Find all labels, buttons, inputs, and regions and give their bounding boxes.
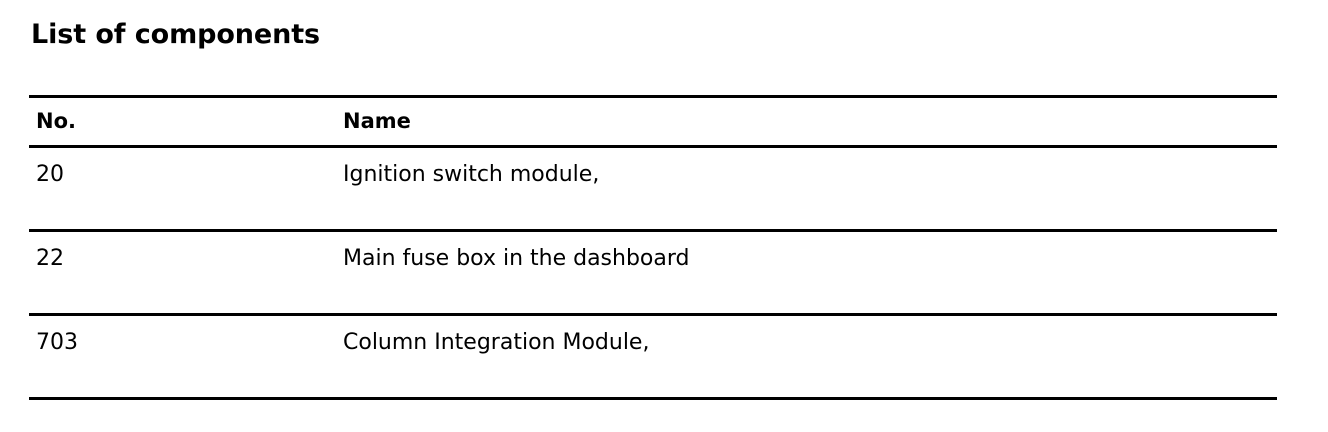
table-row: 22 Main fuse box in the dashboard bbox=[29, 230, 1277, 316]
cell-name-value: Ignition switch module, bbox=[343, 162, 600, 187]
cell-name-value: Main fuse box in the dashboard bbox=[343, 246, 690, 271]
cell-no: 22 bbox=[29, 230, 336, 316]
cell-no: 703 bbox=[29, 314, 336, 400]
cell-name: Column Integration Module, bbox=[336, 314, 1277, 400]
cell-name: Main fuse box in the dashboard bbox=[336, 230, 1277, 316]
cell-no-value: 703 bbox=[36, 330, 78, 355]
page-title: List of components bbox=[31, 19, 321, 50]
table-header-row: No. Name bbox=[29, 95, 1277, 148]
column-header-no-label: No. bbox=[36, 109, 76, 133]
column-header-name: Name bbox=[336, 95, 1277, 148]
cell-no-value: 22 bbox=[36, 246, 64, 271]
column-header-name-label: Name bbox=[343, 109, 411, 133]
cell-name: Ignition switch module, bbox=[336, 146, 1277, 232]
components-table: No. Name 20 Ignition switch module, 22 bbox=[29, 95, 1277, 400]
table-row: 20 Ignition switch module, bbox=[29, 146, 1277, 232]
column-header-no: No. bbox=[29, 95, 336, 148]
cell-name-value: Column Integration Module, bbox=[343, 330, 650, 355]
table-row: 703 Column Integration Module, bbox=[29, 314, 1277, 400]
cell-no-value: 20 bbox=[36, 162, 64, 187]
cell-no: 20 bbox=[29, 146, 336, 232]
